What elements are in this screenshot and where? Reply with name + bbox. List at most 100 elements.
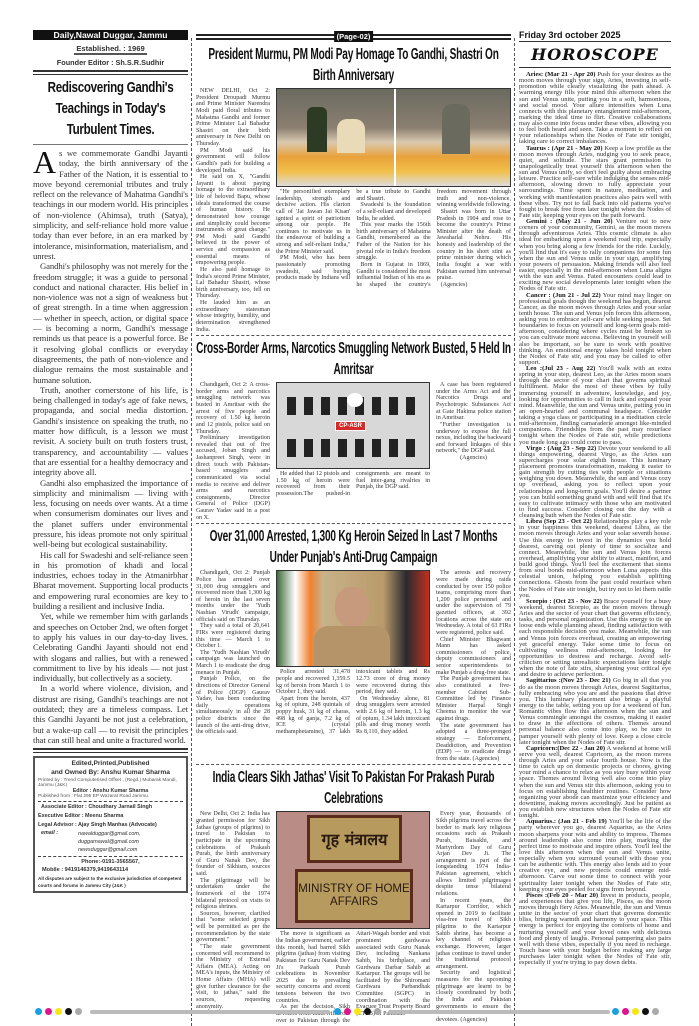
photo-uniform bbox=[314, 626, 390, 667]
yellow-dot bbox=[55, 1008, 62, 1015]
editorial-paragraph: Gandhi also emphasized the importance of… bbox=[33, 477, 188, 550]
article-middle: CP-ASR He added that 12 pistols and 1.50… bbox=[276, 382, 430, 521]
paragraph: A case has been registered under the Arm… bbox=[436, 382, 511, 422]
zodiac-sign-label: Aries: (Mar 21 - Apr 20) bbox=[526, 71, 596, 78]
issue-date: Friday 3rd october 2025 bbox=[519, 30, 671, 42]
newspaper-page: Daily,Nawal Duggar, Jammu Established. :… bbox=[33, 30, 671, 1026]
executive-editor: Executive Editor : Meenu Sharma bbox=[38, 813, 124, 820]
email-label: email : bbox=[41, 830, 59, 837]
headline-wrap: President Murmu, PM Modi Pay Homage To G… bbox=[196, 44, 511, 86]
paragraph: The Punjab government has also constitut… bbox=[436, 676, 511, 722]
editorial-paragraph: Truth, another cornerstone of his life, … bbox=[33, 384, 188, 478]
email-link[interactable]: newsduggar@gmail.com bbox=[78, 847, 138, 854]
paragraph: Chandigarh, Oct 2: A cross-border arms a… bbox=[196, 382, 270, 435]
article-column: Chandigarh, Oct 2: Punjab Police has arr… bbox=[196, 570, 270, 762]
paragraph: Chandigarh, Oct 2: Punjab Police has arr… bbox=[196, 570, 270, 623]
horoscope-entry: Aquarius.: (Jan 21 - Feb 19) You'll be t… bbox=[519, 818, 671, 893]
horoscope-entry: Libra (Sep 23 - Oct 22) Relationships pl… bbox=[519, 518, 671, 599]
article-middle: Police arrested 31,478 people and recove… bbox=[276, 570, 430, 762]
paragraph: Every year, thousands of Sikh pilgrims t… bbox=[436, 811, 511, 897]
divider bbox=[33, 748, 188, 754]
paragraph: They said a total of 20,641 FIRs were re… bbox=[196, 623, 270, 650]
zodiac-sign-label: Gemini : (May 21 - Jun 20) bbox=[526, 218, 613, 225]
page-number-bar: (Page-02) bbox=[196, 31, 511, 42]
pistols-row bbox=[287, 439, 419, 458]
paragraph: In recent years, the Kartarpur Corridor,… bbox=[436, 897, 511, 970]
article-column: Every year, thousands of Sikh pilgrims t… bbox=[436, 811, 511, 1024]
horoscope-text: Keep a low profile as the moon moves thr… bbox=[519, 144, 671, 219]
headline-murmu-modi: President Murmu, PM Modi Pay Homage To G… bbox=[208, 46, 499, 84]
color-registration-marks bbox=[334, 1008, 381, 1015]
horoscope-entry: Capricorn:(Dec 22 - Jan 20) A weekend at… bbox=[519, 744, 671, 820]
horoscope-entry: Taurus : (Apr 21 - May 20) Keep a low pr… bbox=[519, 144, 671, 220]
horoscope-entry: Gemini : (May 21 - Jun 20) Venture out t… bbox=[519, 218, 671, 293]
paragraph: NEW DELHI, Oct 2: President Droupadi Mur… bbox=[196, 88, 270, 147]
column-rule bbox=[191, 38, 192, 1026]
editorial-paragraph: His call for Swadeshi and self-reliance … bbox=[33, 549, 188, 612]
paragraph: The move is significant as the Indian go… bbox=[276, 931, 350, 1004]
horoscope-text: Invest in products, people, and experien… bbox=[519, 891, 671, 967]
divider bbox=[38, 801, 183, 803]
horoscope-entry: Virgo : (Aug 23 - Sep 22) Devote your we… bbox=[519, 444, 671, 520]
mobile: Mobile : 9419146379,9419643114 bbox=[42, 867, 129, 874]
paragraph: This year marks the 156th birth annivers… bbox=[356, 222, 431, 262]
sign-english: MINISTRY OF HOME AFFAIRS bbox=[295, 869, 413, 924]
zodiac-sign-label: Scorpio : (Oct 23 - Nov 22) bbox=[526, 597, 602, 605]
paragraph: "The state government concerned will rec… bbox=[196, 943, 270, 1010]
paragraph: Punjab Police, on the directions of Dire… bbox=[196, 676, 270, 736]
horoscope-text: You'll be the life of the party wherever… bbox=[519, 818, 671, 893]
paragraph: (Agencies) bbox=[460, 455, 487, 461]
zodiac-sign-label: Pisces :(Feb 20 - Mar 20) bbox=[526, 891, 599, 899]
phone: Phone:-0191-3565567, bbox=[81, 859, 140, 866]
cyan-dot bbox=[334, 1008, 341, 1015]
photo-figure bbox=[337, 119, 365, 153]
horoscope-title: HOROSCOPE bbox=[519, 45, 671, 68]
paragraph: Sources, however, clarified that "some s… bbox=[196, 910, 270, 944]
zodiac-sign-label: Aquarius.: (Jan 21 - Feb 19) bbox=[526, 818, 607, 826]
paragraph: "Further investigation is underway to ex… bbox=[436, 421, 511, 455]
email-link[interactable]: duggarnawal@gmail.com bbox=[78, 839, 139, 846]
horoscope-entry: Sagittarius :(Nov 23 - Dec 21) Go big in… bbox=[519, 677, 671, 746]
registration-bar bbox=[90, 1010, 330, 1014]
black-dot bbox=[642, 1008, 649, 1015]
paragraph: On Wednesday alone, 81 drug smugglers we… bbox=[356, 695, 430, 735]
article-columns: "He personified exemplary leadership, st… bbox=[276, 189, 511, 288]
horoscope-entry: Cancer : (Jun 21 - Jul 22) Your mind may… bbox=[519, 291, 671, 367]
zodiac-sign-label: Taurus : (Apr 21 - May 20) bbox=[526, 144, 603, 152]
divider bbox=[196, 523, 511, 525]
paragraph: Swadeshi is the foundation of a self-rel… bbox=[356, 202, 431, 222]
paragraph: "He personified exemplary leadership, st… bbox=[276, 189, 351, 255]
registration-bar bbox=[388, 1010, 610, 1014]
headline-wrap: India Clears Sikh Jathas' Visit To Pakis… bbox=[196, 767, 511, 809]
sign-hindi: गृह मंत्रालय bbox=[307, 815, 402, 864]
established-text: Established. : 1969 bbox=[74, 44, 147, 55]
email-link[interactable]: nawalduggar@gmail.com, bbox=[78, 831, 141, 838]
email-list: nawalduggar@gmail.com, duggarnawal@gmail… bbox=[78, 830, 140, 854]
zodiac-sign-label: Capricorn:(Dec 22 - Jan 20) bbox=[526, 744, 606, 752]
imprint-line: and Owned By: Anshu Kumar Sharma bbox=[51, 769, 170, 777]
editorial-text: s we commemorate Gandhi Jayanti today, t… bbox=[33, 148, 188, 261]
zodiac-sign-label: Cancer : (Jun 21 - Jul 22) bbox=[526, 291, 601, 299]
paragraph: (Agencies) bbox=[440, 281, 468, 288]
photo-seized-pistols: CP-ASR bbox=[276, 382, 430, 470]
photo-tributes-rajghat bbox=[276, 88, 511, 187]
article-column: The arrests and recovery were made durin… bbox=[436, 570, 511, 762]
article-columns: The move is significant as the Indian go… bbox=[276, 931, 430, 1024]
magenta-dot bbox=[622, 1008, 629, 1015]
horoscope-text: Devote your weekend to all things empowe… bbox=[519, 444, 671, 519]
middle-column: (Page-02) President Murmu, PM Modi Pay H… bbox=[196, 30, 511, 1026]
headline-wrap: Cross-Border Arms, Narcotics Smuggling N… bbox=[196, 338, 511, 380]
article-column: New Delhi, Oct 2: India has granted perm… bbox=[196, 811, 270, 1024]
associate-editor: Associate Editor : Choudhary Jarnail Sin… bbox=[41, 804, 153, 811]
horoscope-entry: Aries: (Mar 21 - Apr 20) Push for your d… bbox=[519, 71, 671, 146]
zodiac-sign-label: Virgo : (Aug 23 - Sep 22) bbox=[526, 444, 597, 452]
paragraph: Preliminary investigation revealed that … bbox=[196, 435, 270, 521]
yellow-dot bbox=[354, 1008, 361, 1015]
article-columns: Police arrested 31,478 people and recove… bbox=[276, 669, 430, 735]
paragraph: He said on X, "Gandhi Jayanti is about p… bbox=[196, 174, 270, 267]
divider bbox=[196, 335, 511, 337]
paragraph: PM Modi said his government will follow … bbox=[196, 147, 270, 174]
horoscope-text: Go big in all that you do as the moon mo… bbox=[519, 677, 671, 746]
paragraph: He lauded him as an extraordinary states… bbox=[196, 300, 270, 333]
